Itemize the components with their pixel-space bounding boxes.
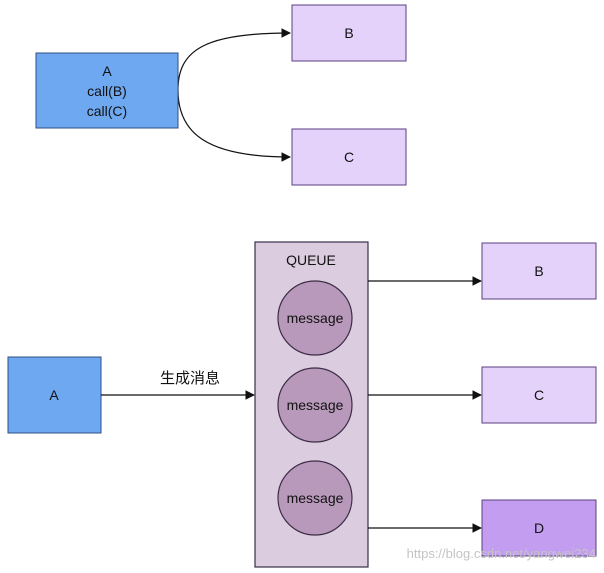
edge-label-generate-message: 生成消息 [160, 369, 220, 387]
consumer-d-box [481, 499, 597, 557]
consumer-c-label: C [534, 387, 544, 403]
producer-box [7, 356, 102, 434]
consumer-b-box [481, 242, 597, 300]
watermark-text: https://blog.csdn.net/yangwei234 [407, 546, 596, 561]
top-diagram: A call(B) call(C) B C [35, 4, 407, 186]
top-target-b-label: B [344, 25, 353, 41]
consumer-b-node: B [481, 242, 597, 300]
top-caller-line-2: call(C) [87, 103, 127, 119]
queue-title: QUEUE [286, 252, 336, 268]
top-caller-box [35, 52, 179, 129]
consumer-d-node: D [481, 499, 597, 557]
top-caller-label: A [102, 63, 112, 79]
edge-a-to-c-top [177, 89, 291, 162]
queue-message-2: message [277, 367, 353, 443]
top-target-c-box [291, 128, 407, 186]
queue-node: QUEUE message message message [254, 241, 369, 568]
top-caller-node: A call(B) call(C) [35, 52, 179, 129]
top-target-c-node: C [291, 128, 407, 186]
message-circle [277, 367, 353, 443]
bottom-diagram: A 生成消息 QUEUE message message me [7, 241, 597, 568]
queue-message-1: message [277, 280, 353, 356]
top-target-b-box [291, 4, 407, 62]
producer-node: A [7, 356, 102, 434]
message-circle [277, 460, 353, 536]
consumer-c-box [481, 366, 597, 424]
producer-label: A [49, 387, 59, 403]
consumer-b-label: B [534, 263, 543, 279]
consumer-d-label: D [534, 520, 544, 536]
queue-message-3: message [277, 460, 353, 536]
message-label: message [287, 310, 344, 326]
consumer-c-node: C [481, 366, 597, 424]
message-circle [277, 280, 353, 356]
top-caller-line-1: call(B) [87, 83, 127, 99]
message-label: message [287, 397, 344, 413]
edge-a-to-b-top [177, 28, 291, 91]
top-target-c-label: C [344, 149, 354, 165]
top-target-b-node: B [291, 4, 407, 62]
message-label: message [287, 490, 344, 506]
